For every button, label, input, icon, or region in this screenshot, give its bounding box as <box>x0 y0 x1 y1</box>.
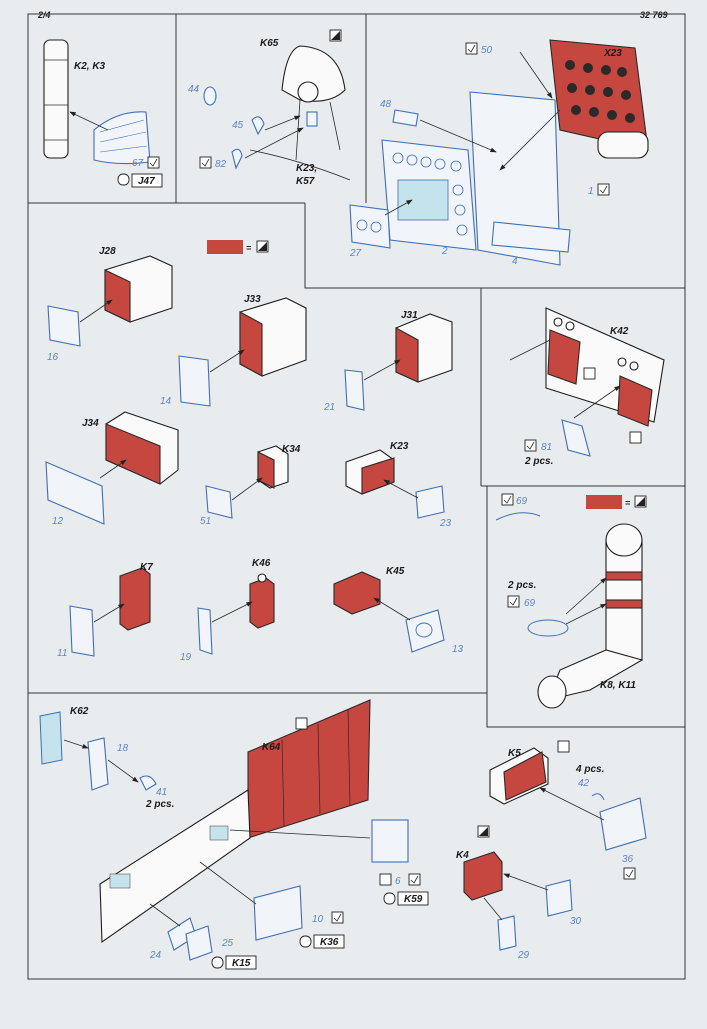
ref-k36: K36 <box>320 937 339 948</box>
part-number-2: 2 <box>441 246 448 257</box>
pcs-81: 2 pcs. <box>524 456 553 467</box>
remove-part-icon <box>211 956 224 969</box>
part-number-42: 42 <box>578 778 590 789</box>
panel-k5-k4: K5 4 pcs. 42 36 K4 30 29 <box>456 740 647 961</box>
part-number-45: 45 <box>232 120 244 131</box>
label-j31: J31 <box>401 310 418 321</box>
part-number-4: 4 <box>512 256 518 267</box>
ref-k15: K15 <box>232 958 251 969</box>
fold-corner-icon <box>557 740 570 753</box>
part-number-19: 19 <box>180 652 192 663</box>
panel-x23: X23 50 48 1 27 2 4 <box>349 39 649 267</box>
label-k4: K4 <box>456 850 469 861</box>
label-k8-k11: K8, K11 <box>600 680 636 691</box>
bend-check-icon <box>379 873 392 886</box>
part-number-67: 67 <box>132 158 144 169</box>
part-number-36: 36 <box>622 854 634 865</box>
remove-part-icon <box>383 892 396 905</box>
bend-check-icon <box>147 156 160 169</box>
label-k62: K62 <box>70 706 89 717</box>
pcs-42: 4 pcs. <box>575 764 604 775</box>
equals-sign: = <box>246 243 252 253</box>
etched-plate-27 <box>349 204 391 249</box>
pcs-41: 2 pcs. <box>145 799 174 810</box>
equals-sign: = <box>625 498 631 508</box>
label-k7: K7 <box>140 562 153 573</box>
part-number-30: 30 <box>570 916 582 927</box>
part-number-29: 29 <box>517 950 530 961</box>
part-number-6: 6 <box>395 876 401 887</box>
panel-boxes: = J28 16 J33 14 J31 21 K42 <box>45 240 665 663</box>
panel-k64: K62 18 41 2 pcs. K64 6 K59 10 K36 <box>39 699 429 970</box>
label-k65: K65 <box>260 38 279 49</box>
page-number: 2/4 <box>37 10 51 20</box>
label-j34: J34 <box>82 418 99 429</box>
label-k2-k3: K2, K3 <box>74 61 106 72</box>
part-number-25: 25 <box>221 938 234 949</box>
part-number-82: 82 <box>215 159 227 170</box>
panel-k65: K65 44 45 82 K23, K57 <box>188 29 351 187</box>
fold-corner-icon <box>629 431 642 444</box>
remove-part-icon <box>299 935 312 948</box>
bend-check-icon <box>597 183 610 196</box>
part-number-69-top: 69 <box>516 496 528 507</box>
part-number-14: 14 <box>160 396 172 407</box>
label-k23-k57-line2: K57 <box>296 176 315 187</box>
part-number-13: 13 <box>452 644 464 655</box>
part-number-11: 11 <box>57 648 67 659</box>
fold-corner-icon <box>583 367 596 380</box>
part-number-44: 44 <box>188 84 200 95</box>
bend-check-icon <box>524 439 537 452</box>
label-k5: K5 <box>508 748 521 759</box>
label-k46: K46 <box>252 558 271 569</box>
part-number-69: 69 <box>524 598 536 609</box>
ref-j47: J47 <box>138 176 155 187</box>
label-x23: X23 <box>603 48 622 59</box>
part-number-10: 10 <box>312 914 324 925</box>
paint-red-swatch <box>586 495 622 509</box>
section-frames <box>27 13 686 980</box>
label-k42: K42 <box>610 326 629 337</box>
panel-k8-k11: = 69 2 pcs. 69 K8, K11 <box>495 493 647 709</box>
label-k23-k57-line1: K23, <box>296 163 317 174</box>
paint-red-swatch <box>207 240 243 254</box>
part-number-16: 16 <box>47 352 59 363</box>
bend-check-icon <box>623 867 636 880</box>
bend-check-icon <box>408 873 421 886</box>
etched-bracket-1 <box>469 91 561 266</box>
fold-corner-icon <box>295 717 308 730</box>
part-number-23: 23 <box>439 518 452 529</box>
panel-k2-k3: K2, K3 67 J47 <box>43 39 163 188</box>
label-k34: K34 <box>282 444 301 455</box>
part-number-51: 51 <box>200 516 211 527</box>
part-number-41: 41 <box>156 787 167 798</box>
part-number-27: 27 <box>349 248 362 259</box>
part-number-21: 21 <box>323 402 335 413</box>
label-j33: J33 <box>244 294 261 305</box>
part-number-18: 18 <box>117 743 129 754</box>
part-number-81: 81 <box>541 442 552 453</box>
bend-check-icon <box>465 42 478 55</box>
bend-check-icon <box>507 595 520 608</box>
bend-check-icon <box>501 493 514 506</box>
label-j28: J28 <box>99 246 116 257</box>
label-k45: K45 <box>386 566 405 577</box>
label-k64: K64 <box>262 742 281 753</box>
bend-check-icon <box>331 911 344 924</box>
part-number-1: 1 <box>588 186 594 197</box>
remove-part-icon <box>117 173 130 186</box>
part-number-50: 50 <box>481 45 493 56</box>
part-number-12: 12 <box>52 516 64 527</box>
bend-check-icon <box>199 156 212 169</box>
label-k23: K23 <box>390 441 409 452</box>
part-number-24: 24 <box>149 950 162 961</box>
part-number-48: 48 <box>380 99 392 110</box>
pcs-69: 2 pcs. <box>507 580 536 591</box>
ref-k59: K59 <box>404 894 423 905</box>
product-code: 32 769 <box>640 10 668 20</box>
